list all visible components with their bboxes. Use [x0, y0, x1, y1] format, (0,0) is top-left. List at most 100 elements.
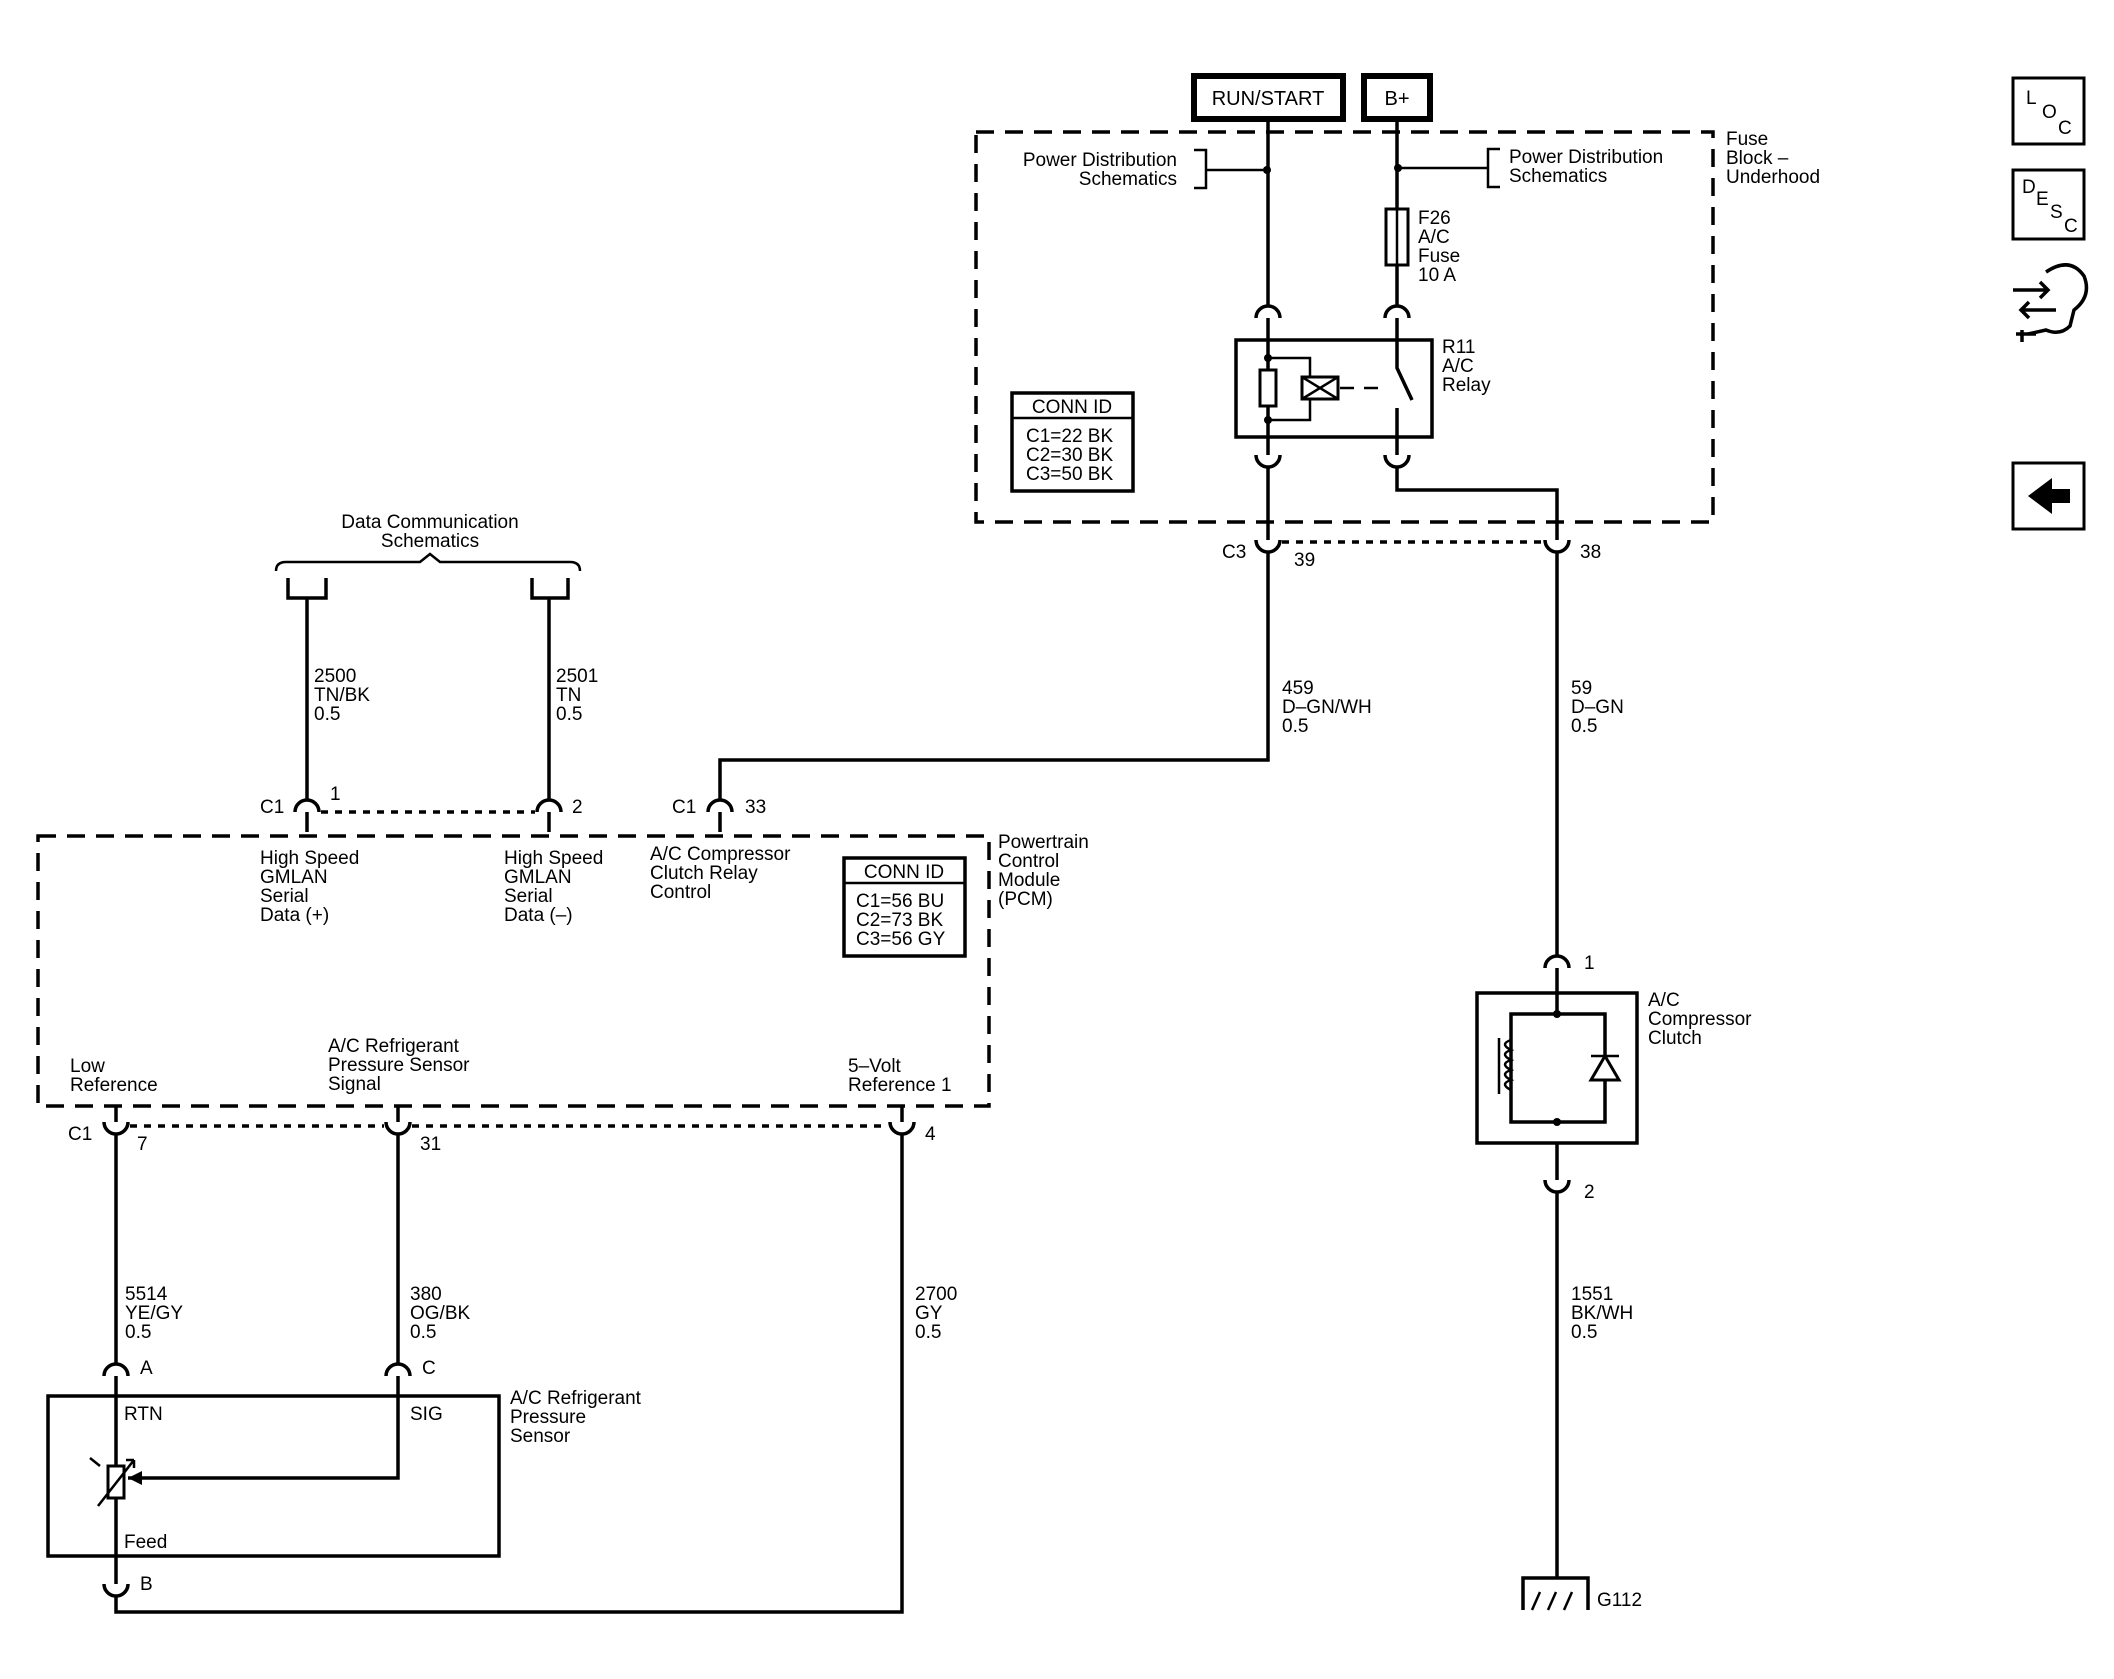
ac-compressor-clutch [1475, 991, 1639, 1145]
ac-refrigerant-pressure-sensor-label: A/C Refrigerant Pressure Sensor [510, 1388, 642, 1447]
power-distribution-ref-left: Power Distribution Schematics [1023, 148, 1271, 190]
svg-text:BK/WH: BK/WH [1571, 1303, 1633, 1324]
svg-text:High Speed: High Speed [260, 848, 359, 869]
svg-text:0.5: 0.5 [1282, 716, 1308, 737]
conn-id-fuse-block: CONN ID C1=22 BK C2=30 BK C3=50 BK [1010, 391, 1135, 493]
svg-text:C: C [2058, 118, 2072, 139]
svg-text:38: 38 [1580, 542, 1601, 563]
back-button[interactable] [2011, 461, 2086, 531]
fuse-f26-label: F26 A/C Fuse 10 A [1418, 208, 1460, 286]
svg-text:459: 459 [1282, 678, 1314, 699]
svg-text:GY: GY [915, 1303, 943, 1324]
sensor-sig-label: SIG [410, 1404, 443, 1425]
svg-text:Data Communication: Data Communication [341, 512, 518, 533]
svg-text:Data (–): Data (–) [504, 905, 573, 926]
ground-g112: G112 [1521, 1576, 1642, 1611]
svg-text:A/C: A/C [1442, 356, 1474, 377]
svg-text:Fuse: Fuse [1726, 129, 1768, 150]
svg-text:L: L [2026, 88, 2037, 109]
svg-text:Underhood: Underhood [1726, 167, 1820, 188]
svg-text:Block –: Block – [1726, 148, 1789, 169]
wire-380-label: 380 OG/BK 0.5 [410, 1284, 471, 1343]
pcm-connector-c1-bottom: C1 7 31 4 [68, 1106, 936, 1155]
wire-5514-label: 5514 YE/GY 0.5 [125, 1284, 183, 1343]
svg-text:D: D [2022, 177, 2036, 198]
relay-r11-label: R11 A/C Relay [1442, 337, 1491, 396]
svg-text:YE/GY: YE/GY [125, 1303, 183, 1324]
svg-text:0.5: 0.5 [314, 704, 340, 725]
wire-1551-label: 1551 BK/WH 0.5 [1571, 1284, 1633, 1343]
svg-text:A/C: A/C [1648, 990, 1680, 1011]
svg-text:Power Distribution: Power Distribution [1023, 150, 1177, 171]
svg-text:TN/BK: TN/BK [314, 685, 370, 706]
svg-text:C3: C3 [1222, 542, 1246, 563]
svg-text:A/C: A/C [1418, 227, 1450, 248]
pcm-pin-hs-gmlan-minus: High Speed GMLAN Serial Data (–) [504, 848, 603, 926]
svg-text:39: 39 [1294, 550, 1315, 571]
wire-2700 [114, 1134, 904, 1614]
svg-text:2700: 2700 [915, 1284, 957, 1305]
svg-text:Fuse: Fuse [1418, 246, 1460, 267]
svg-text:0.5: 0.5 [125, 1322, 151, 1343]
svg-text:C1: C1 [672, 797, 696, 818]
svg-text:Pressure Sensor: Pressure Sensor [328, 1055, 470, 1076]
pcm-pin-five-volt-ref: 5–Volt Reference 1 [848, 1056, 952, 1096]
svg-text:Low: Low [70, 1056, 105, 1077]
svg-text:Schematics: Schematics [381, 531, 479, 552]
conn-id-pcm: CONN ID C1=56 BU C2=73 BK C3=56 GY [842, 856, 967, 958]
svg-text:O: O [2042, 102, 2057, 123]
svg-text:Serial: Serial [260, 886, 309, 907]
sensor-rtn-label: RTN [124, 1404, 163, 1425]
fuse-block-outline [974, 130, 1715, 524]
svg-text:Compressor: Compressor [1648, 1009, 1752, 1030]
wire-2501-label: 2501 TN 0.5 [556, 666, 598, 725]
svg-text:Clutch Relay: Clutch Relay [650, 863, 758, 884]
sensor-feed-label: Feed [124, 1532, 167, 1553]
pcm-outline [36, 834, 991, 1108]
connector-locator-icon[interactable] [2013, 263, 2089, 342]
svg-text:(PCM): (PCM) [998, 889, 1053, 910]
svg-text:31: 31 [420, 1134, 441, 1155]
svg-text:Powertrain: Powertrain [998, 832, 1089, 853]
svg-text:0.5: 0.5 [1571, 1322, 1597, 1343]
svg-text:Schematics: Schematics [1509, 166, 1607, 187]
svg-text:2: 2 [572, 797, 583, 818]
svg-text:C3=50 BK: C3=50 BK [1026, 464, 1113, 485]
svg-text:380: 380 [410, 1284, 442, 1305]
svg-text:C: C [2064, 216, 2078, 237]
connector-c3: C3 39 38 [1222, 530, 1601, 571]
data-communication-ref: Data Communication Schematics [274, 512, 582, 600]
svg-text:4: 4 [925, 1124, 936, 1145]
pcm-connector-c1-top: C1 1 2 C1 33 [260, 784, 766, 832]
svg-text:33: 33 [745, 797, 766, 818]
pcm-pin-sensor-signal: A/C Refrigerant Pressure Sensor Signal [328, 1036, 470, 1095]
svg-text:Pressure: Pressure [510, 1407, 586, 1428]
svg-text:59: 59 [1571, 678, 1592, 699]
wire-459 [718, 552, 1270, 800]
svg-text:5–Volt: 5–Volt [848, 1056, 902, 1077]
wire-2700-label: 2700 GY 0.5 [915, 1284, 957, 1343]
svg-text:Power Distribution: Power Distribution [1509, 147, 1663, 168]
svg-text:A/C Refrigerant: A/C Refrigerant [328, 1036, 460, 1057]
svg-text:A/C Compressor: A/C Compressor [650, 844, 791, 865]
desc-button[interactable]: D E S C [2011, 168, 2086, 241]
b-plus-supply: B+ [1361, 73, 1433, 122]
loc-button[interactable]: L O C [2011, 76, 2086, 146]
svg-text:C2=30 BK: C2=30 BK [1026, 445, 1113, 466]
svg-text:Sensor: Sensor [510, 1426, 571, 1447]
svg-text:C1: C1 [68, 1124, 92, 1145]
svg-text:Data (+): Data (+) [260, 905, 329, 926]
svg-text:10 A: 10 A [1418, 265, 1456, 286]
ac-refrigerant-pressure-sensor: RTN SIG Feed [46, 1376, 501, 1558]
svg-text:F26: F26 [1418, 208, 1451, 229]
power-distribution-ref-right: Power Distribution Schematics [1394, 147, 1663, 189]
svg-text:Control: Control [998, 851, 1059, 872]
wire-459-label: 459 D–GN/WH 0.5 [1282, 678, 1372, 737]
pcm-pin-hs-gmlan-plus: High Speed GMLAN Serial Data (+) [260, 848, 359, 926]
svg-text:High Speed: High Speed [504, 848, 603, 869]
svg-text:2501: 2501 [556, 666, 598, 687]
svg-text:CONN ID: CONN ID [1032, 397, 1112, 418]
svg-text:5514: 5514 [125, 1284, 168, 1305]
svg-text:B: B [140, 1574, 153, 1595]
